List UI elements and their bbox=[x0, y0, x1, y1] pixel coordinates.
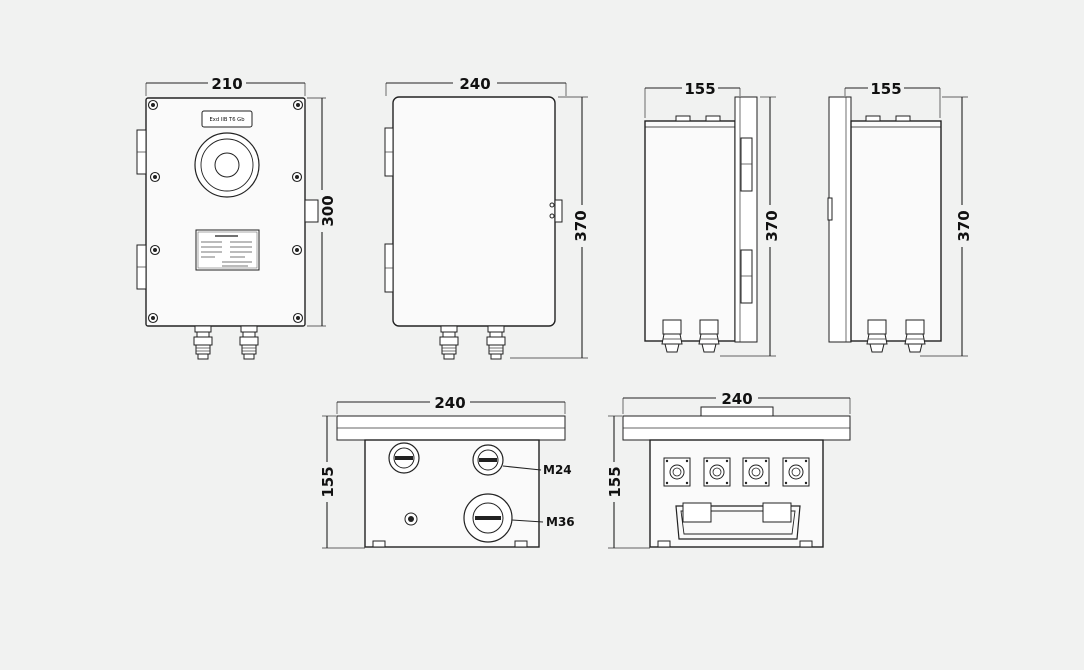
back-view: 240 370 bbox=[384, 75, 590, 360]
entry-hole-icon bbox=[388, 442, 420, 474]
cable-gland-icon bbox=[439, 325, 459, 360]
screw-icon bbox=[292, 99, 304, 111]
screw-icon bbox=[147, 312, 159, 324]
front-enclosure bbox=[145, 97, 306, 327]
terminal-block-icon bbox=[782, 457, 810, 487]
cable-gland-icon bbox=[239, 325, 259, 360]
side-view-left: 155 370 bbox=[644, 80, 781, 357]
bottom-view-left: 240 155 M24 M36 bbox=[319, 394, 575, 549]
screw-icon bbox=[147, 99, 159, 111]
ex-marking-text: Exd IIB T6 Gb bbox=[210, 117, 246, 123]
thread-label-large: M36 bbox=[546, 515, 575, 529]
bottom-right-width-label: 240 bbox=[721, 390, 752, 408]
bottom-left-width-label: 240 bbox=[434, 394, 465, 412]
bottom-right-body bbox=[649, 439, 824, 548]
back-width-label: 240 bbox=[459, 75, 490, 93]
screw-icon bbox=[291, 171, 303, 183]
cable-gland-icon bbox=[193, 325, 213, 360]
side-right-height-label: 370 bbox=[955, 210, 973, 241]
terminal-block-icon bbox=[742, 457, 770, 487]
side-left-height-label: 370 bbox=[763, 210, 781, 241]
thread-label-small: M24 bbox=[543, 463, 572, 477]
front-height-label: 300 bbox=[319, 195, 337, 226]
cable-gland-icon bbox=[486, 325, 506, 360]
cable-gland-icon bbox=[904, 319, 926, 353]
front-view: 210 300 Exd IIB T6 Gb bbox=[136, 75, 337, 360]
side-left-body bbox=[644, 120, 736, 342]
screw-icon bbox=[291, 244, 303, 256]
ground-bolt-icon bbox=[404, 512, 418, 526]
front-width-label: 210 bbox=[211, 75, 242, 93]
screw-icon bbox=[292, 312, 304, 324]
cable-gland-icon bbox=[661, 319, 683, 353]
terminal-block-icon bbox=[703, 457, 731, 487]
bottom-right-depth-label: 155 bbox=[606, 466, 624, 497]
entry-hole-icon bbox=[472, 444, 504, 476]
handle-icon bbox=[675, 502, 801, 540]
ex-marking-plate bbox=[201, 110, 253, 128]
terminal-block-icon bbox=[663, 457, 691, 487]
side-right-depth-label: 155 bbox=[870, 80, 901, 98]
screw-icon bbox=[149, 171, 161, 183]
side-left-depth-label: 155 bbox=[684, 80, 715, 98]
back-enclosure bbox=[392, 96, 556, 327]
cable-gland-icon bbox=[698, 319, 720, 353]
back-height-label: 370 bbox=[572, 210, 590, 241]
nameplate-text bbox=[201, 235, 252, 267]
bottom-view-right: 240 155 bbox=[606, 390, 851, 549]
cable-gland-icon bbox=[866, 319, 888, 353]
side-right-body bbox=[850, 120, 942, 342]
bottom-left-depth-label: 155 bbox=[319, 466, 337, 497]
side-view-right: 155 370 bbox=[827, 80, 973, 357]
screw-icon bbox=[149, 244, 161, 256]
